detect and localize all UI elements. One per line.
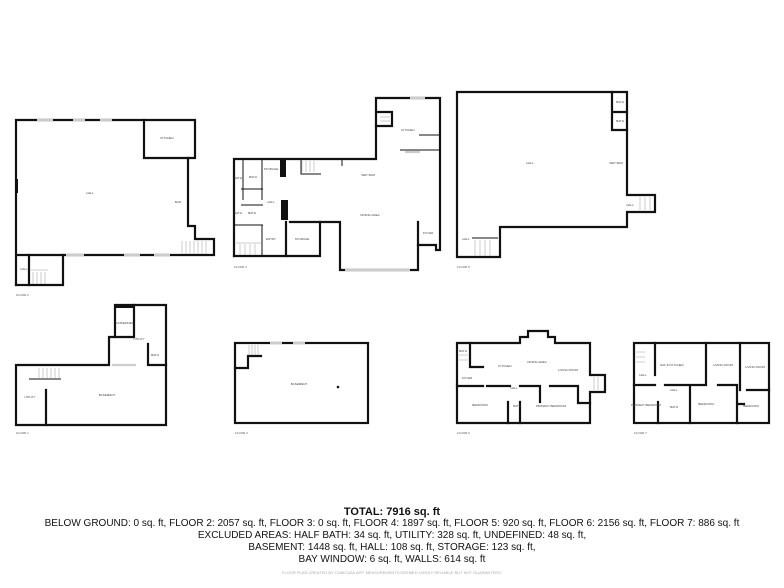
room-label: BATH: [151, 353, 159, 357]
room-label: BATH: [513, 404, 521, 408]
room-label: BATH: [459, 349, 467, 353]
room-label: HALL: [20, 267, 28, 271]
room-label: STORAGE: [264, 167, 279, 171]
room-label: BATH: [670, 405, 678, 409]
disclaimer: FLOOR PLAN CREATED BY CUBICASA APP. MEAS…: [282, 570, 502, 575]
room-label: DINING AREA: [360, 213, 379, 217]
room-label: UTILITY: [133, 337, 144, 341]
room-label: BATH: [248, 211, 256, 215]
floor-label: FLOOR 6: [457, 431, 470, 435]
room-label: WET BAR: [361, 173, 375, 177]
room-label: BATH: [616, 119, 624, 123]
room-label: BATH: [616, 100, 624, 104]
room-label: HALL: [86, 191, 94, 195]
room-label: HALL: [670, 388, 678, 392]
floor-label: FLOOR 2: [16, 293, 29, 297]
room-label: PRIMARY BEDROOM: [536, 404, 566, 408]
room-label: BASEMENT: [291, 382, 308, 386]
floor-4-plan: KITCHEN WET BAR DINING AREA STORAGE HALL…: [232, 96, 442, 272]
room-label: KITCHEN: [160, 136, 173, 140]
room-label: LIVING ROOM: [558, 368, 579, 372]
floor-label: FLOOR 5: [457, 265, 470, 269]
room-label: LIVING ROOM: [745, 365, 766, 369]
room-label: DINING AREA: [527, 360, 546, 364]
floor-1-plan: UNDEFINED UTILITY BATH UTILITY BASEMENT …: [14, 303, 168, 435]
room-label: HALL: [639, 373, 647, 377]
room-label: HALL: [462, 237, 470, 241]
room-label: BEDROOM: [743, 404, 759, 408]
room-label: BATH: [234, 176, 242, 180]
room-label: WET BAR: [609, 161, 623, 165]
room-label: ENTRY: [266, 237, 276, 241]
floor-2-plan: HALL KITCHEN BAR HALL FLOOR 2: [14, 118, 216, 297]
floor-label: FLOOR 4: [234, 265, 247, 269]
excluded-areas: EXCLUDED AREAS: HALF BATH: 34 sq. ft, UT…: [197, 530, 587, 541]
room-label: PRIMARY BEDROOM: [631, 403, 661, 407]
room-label: BATH: [249, 175, 257, 179]
excluded-areas-end: BAY WINDOW: 6 sq. ft, WALLS: 614 sq. ft: [298, 554, 486, 565]
room-label: HALL: [510, 386, 518, 390]
room-label: BEDROOM: [698, 402, 714, 406]
room-label: UTILITY: [24, 395, 35, 399]
excluded-areas-cont: BASEMENT: 1448 sq. ft, HALL: 108 sq. ft,…: [248, 542, 536, 553]
room-label: HALL: [526, 161, 534, 165]
room-label: UNDEFINED: [116, 321, 134, 325]
room-label: KITCHEN: [498, 364, 511, 368]
room-label: HALL: [626, 203, 634, 207]
floor-3-plan: BASEMENT FLOOR 3: [233, 341, 370, 435]
floor-plans: HALL KITCHEN BAR HALL FLOOR 2 KITCHEN WE…: [14, 90, 771, 435]
room-label: LIVING ROOM: [713, 363, 734, 367]
room-label: HALL: [267, 200, 275, 204]
floor-5-plan: HALL WET BAR BATH BATH HALL HALL FLOOR 5: [455, 90, 657, 269]
room-label: BEDROOM: [472, 403, 488, 407]
room-label: BATH: [234, 211, 242, 215]
total-area: TOTAL: 7916 sq. ft: [343, 506, 441, 518]
room-label: FOYER: [423, 231, 434, 235]
room-label: BASEMENT: [99, 393, 116, 397]
room-label: EAT-IN KITCHEN: [660, 363, 683, 367]
room-label: KITCHEN: [401, 128, 414, 132]
floor-label: FLOOR 3: [235, 431, 248, 435]
floor-7-plan: EAT-IN KITCHEN LIVING ROOM LIVING ROOM H…: [631, 341, 771, 435]
floor-label: FLOOR 7: [634, 431, 647, 435]
floor-areas: BELOW GROUND: 0 sq. ft, FLOOR 2: 2057 sq…: [44, 518, 740, 529]
room-label: STORAGE: [295, 237, 310, 241]
room-label: FOYER: [462, 376, 473, 380]
room-label: BAR: [175, 200, 182, 204]
floor-6-plan: BATH KITCHEN DINING AREA LIVING ROOM FOY…: [455, 329, 607, 435]
floor-label: FLOOR 1: [16, 431, 29, 435]
